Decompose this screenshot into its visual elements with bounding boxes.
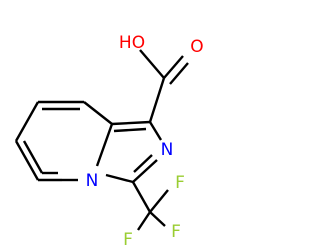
pyridine-ring	[14, 100, 114, 182]
bond-n2-c3	[132, 159, 158, 183]
bond-c3-ccf3	[131, 181, 152, 213]
imidazole-nitrogen-label: N	[161, 140, 174, 160]
hydroxyl-label: HO	[119, 33, 145, 53]
bond-ccooh-o-double	[169, 62, 189, 85]
bond-c7-c6	[14, 140, 40, 181]
bond-c3-n4	[105, 173, 134, 184]
bond-c7-c6-inner	[22, 140, 44, 174]
bond-ccooh-oh	[139, 49, 165, 79]
bond-n4-c8a	[95, 123, 114, 167]
bond-c1-ccooh	[148, 77, 166, 123]
bond-ccf3-f3	[137, 211, 151, 231]
bond-c1-n2	[148, 121, 163, 141]
fluorine-label-3: F	[123, 230, 133, 250]
bridgehead-nitrogen-label: N	[86, 171, 99, 191]
fluorine-label-2: F	[171, 222, 181, 242]
bond-c8-c7	[14, 101, 40, 142]
bond-c8a-c1-inner	[113, 127, 147, 133]
bond-c8a-c8a-link	[83, 101, 113, 125]
imidazole-ring	[105, 120, 163, 184]
structure-diagram: HO O N N F F F	[14, 33, 204, 250]
fluorine-label-1: F	[175, 173, 185, 193]
bond-ccf3-f1	[149, 189, 169, 213]
carbonyl-oxygen-label: O	[190, 37, 203, 57]
carboxylic-acid-group	[139, 49, 189, 123]
bond-ccooh-o	[163, 55, 184, 79]
bond-c8a-c1	[111, 120, 151, 126]
bond-ccf3-f2	[149, 211, 166, 227]
bond-n2-c3-inner	[133, 154, 153, 173]
trifluoromethyl-group	[131, 181, 169, 231]
